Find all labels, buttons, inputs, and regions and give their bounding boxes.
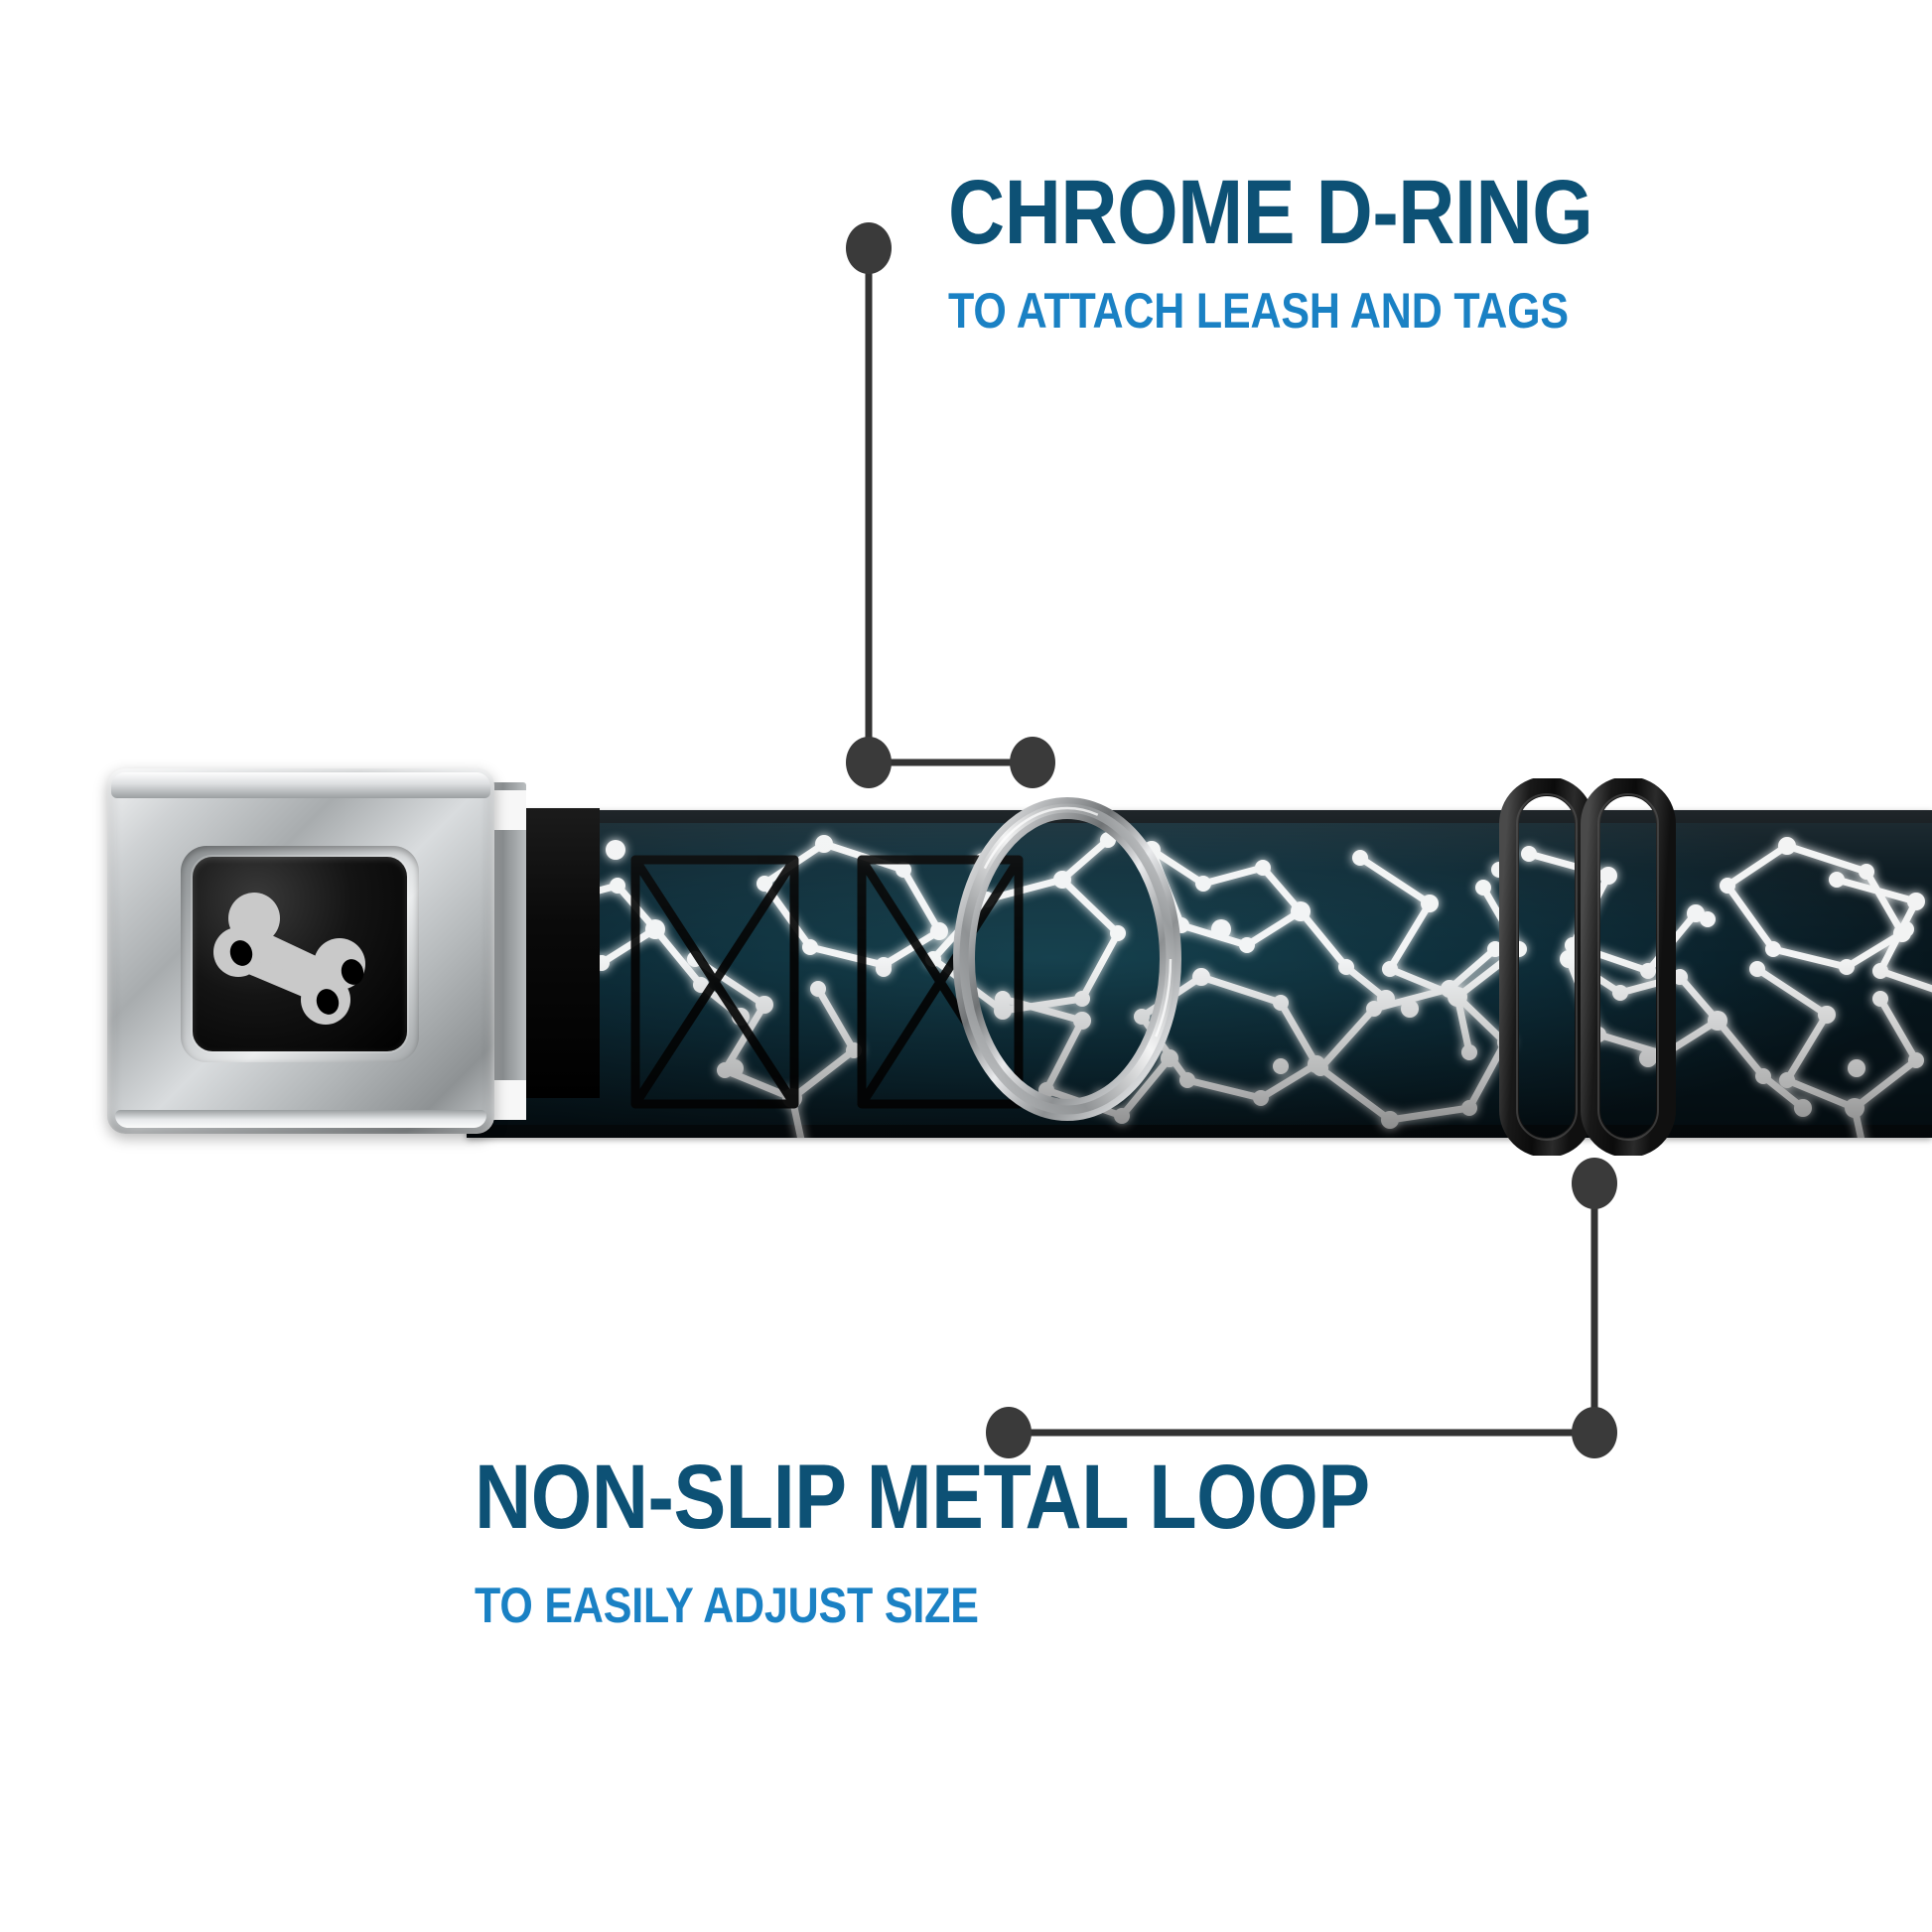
constellation-pattern — [467, 810, 1932, 1138]
bone-icon — [213, 893, 365, 1025]
callout-title-chrome-d-ring: CHROME D-RING — [948, 162, 1593, 263]
buckle-rim-bottom — [115, 1110, 486, 1128]
callout-subtitle-chrome-d-ring: TO ATTACH LEASH AND TAGS — [948, 283, 1569, 339]
buckle-logo-window — [193, 857, 407, 1051]
callout-title-non-slip-metal-loop: NON-SLIP METAL LOOP — [475, 1447, 1370, 1548]
leader-non-slip-metal-loop — [986, 1158, 1617, 1458]
buckle-face — [107, 768, 494, 1134]
collar-strap — [467, 810, 1932, 1138]
callout-subtitle-non-slip-metal-loop: TO EASILY ADJUST SIZE — [475, 1578, 979, 1633]
seatbelt-buckle — [107, 757, 600, 1154]
buckle-rim-top — [111, 772, 490, 798]
